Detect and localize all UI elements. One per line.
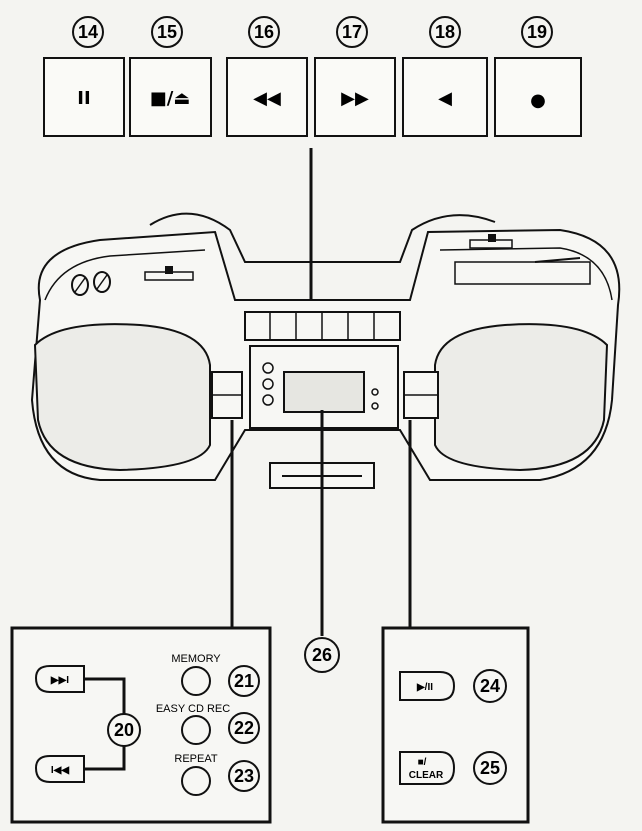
- play-reverse-key[interactable]: ◀: [402, 57, 488, 137]
- top-callout-19: 19: [521, 16, 553, 48]
- callout-number: 14: [78, 22, 98, 42]
- play-pause-button[interactable]: ▶/II: [399, 671, 456, 701]
- skip-forward-button[interactable]: ▶▶I: [34, 665, 85, 693]
- callout-number: 19: [527, 22, 547, 42]
- top-callout-16: 16: [248, 16, 280, 48]
- rewind-key[interactable]: ◀◀: [226, 57, 308, 137]
- skip-forward-icon: ▶▶I: [50, 675, 69, 686]
- callout-number: 24: [480, 676, 500, 696]
- pause-icon: II: [77, 88, 90, 109]
- callout-number: 25: [480, 758, 500, 778]
- callout-number: 18: [435, 22, 455, 42]
- play-reverse-icon: ◀: [438, 88, 452, 109]
- top-callout-17: 17: [336, 16, 368, 48]
- record-key[interactable]: ●: [494, 57, 582, 137]
- top-callout-18: 18: [429, 16, 461, 48]
- cd-controls-panel-left: ▶▶I I◀◀ 20 MEMORY 21 EASY CD REC 22 REPE…: [10, 626, 272, 824]
- fast-forward-icon: ▶▶: [341, 88, 369, 109]
- skip-callout-20: 20: [107, 713, 141, 747]
- lcd-display: [283, 371, 365, 413]
- memory-button[interactable]: [181, 666, 211, 696]
- fast-forward-key[interactable]: ▶▶: [314, 57, 396, 137]
- callout-number: 22: [234, 718, 254, 738]
- stop-icon: ■/: [418, 757, 427, 768]
- callout-number: 15: [157, 22, 177, 42]
- play-pause-callout-24: 24: [473, 669, 507, 703]
- rewind-icon: ◀◀: [253, 88, 281, 109]
- callout-number: 16: [254, 22, 274, 42]
- callout-number: 20: [114, 720, 134, 740]
- stop-eject-icon: ■/⏏: [150, 88, 191, 109]
- stop-eject-key[interactable]: ■/⏏: [129, 57, 212, 137]
- display-callout-26: 26: [304, 637, 340, 673]
- memory-label: MEMORY: [171, 653, 221, 665]
- callout-number: 21: [234, 671, 254, 691]
- easy-cd-rec-button[interactable]: [181, 715, 211, 745]
- top-callout-14: 14: [72, 16, 104, 48]
- boombox-illustration: [30, 212, 621, 489]
- top-callout-15: 15: [151, 16, 183, 48]
- stop-clear-callout-25: 25: [473, 751, 507, 785]
- record-icon: ●: [530, 90, 546, 111]
- easy-cd-rec-label: EASY CD REC: [156, 703, 230, 715]
- repeat-callout-23: 23: [228, 760, 260, 792]
- callout-number: 23: [234, 766, 254, 786]
- stop-clear-button[interactable]: ■/ CLEAR: [399, 751, 456, 785]
- callout-number: 26: [312, 645, 332, 665]
- memory-callout-21: 21: [228, 665, 260, 697]
- clear-label: CLEAR: [409, 770, 444, 781]
- easy-cd-rec-callout-22: 22: [228, 712, 260, 744]
- pause-key[interactable]: II: [43, 57, 125, 137]
- callout-number: 17: [342, 22, 362, 42]
- cd-controls-panel-right: ▶/II 24 ■/ CLEAR 25: [381, 626, 530, 824]
- skip-back-button[interactable]: I◀◀: [34, 755, 85, 783]
- play-pause-icon: ▶/II: [416, 682, 433, 693]
- repeat-button[interactable]: [181, 766, 211, 796]
- skip-back-icon: I◀◀: [51, 765, 69, 776]
- repeat-label: REPEAT: [174, 753, 217, 765]
